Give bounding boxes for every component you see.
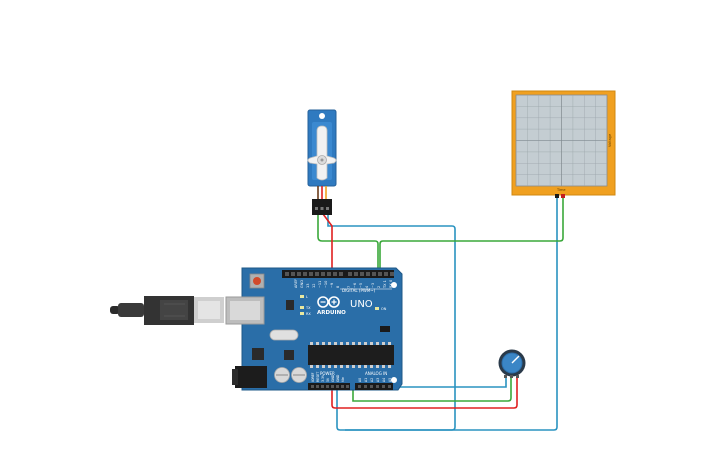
svg-text:3.3V: 3.3V — [321, 374, 325, 382]
dc-power-jack — [235, 366, 267, 388]
svg-text:TX 1: TX 1 — [383, 280, 387, 289]
svg-text:A0: A0 — [358, 378, 362, 382]
arduino-logo-icon — [317, 296, 340, 308]
reset-button-cap[interactable] — [253, 277, 261, 285]
led-l — [300, 295, 304, 298]
power-label: POWER — [320, 371, 335, 376]
led-on — [375, 307, 379, 310]
led-tx-label: TX — [305, 306, 311, 310]
wire-green-pot[interactable] — [352, 376, 512, 402]
atmega-chip — [308, 345, 394, 365]
analog-header[interactable] — [355, 383, 393, 390]
svg-text:A3: A3 — [376, 378, 380, 382]
oscilloscope-terminal-neg[interactable] — [555, 194, 559, 198]
svg-text:A4: A4 — [382, 378, 386, 382]
digital-header[interactable] — [282, 270, 394, 278]
led-tx — [300, 306, 304, 309]
arduino-uno-board[interactable]: AREF GND 13 12 ~11 ~10 ~9 8 7 ~6 ~5 4 ~3… — [225, 267, 403, 391]
svg-text:13: 13 — [306, 284, 310, 288]
potentiometer-indicator — [511, 355, 520, 364]
wires — [317, 196, 564, 431]
crystal-oscillator — [269, 329, 299, 341]
usb-cable-end — [110, 306, 120, 314]
usb-plug-grip — [160, 300, 188, 320]
arduino-brand-label: ARDUINO — [317, 310, 346, 316]
arduino-model-label: UNO — [350, 299, 373, 310]
svg-text:GND: GND — [300, 280, 304, 288]
svg-text:A2: A2 — [370, 378, 374, 382]
svg-text:7: 7 — [347, 286, 351, 288]
voltage-regulator — [252, 348, 264, 360]
micro-servo[interactable] — [307, 109, 337, 215]
svg-text:8: 8 — [336, 286, 340, 288]
led-l-label: L — [306, 295, 308, 299]
led-rx-label: RX — [306, 312, 311, 316]
icsp-header — [380, 326, 390, 332]
regulator-small — [284, 350, 294, 360]
wire-green-servo-scope[interactable] — [317, 214, 379, 270]
svg-text:4: 4 — [365, 285, 369, 288]
svg-text:IOREF: IOREF — [311, 372, 315, 382]
svg-text:~9: ~9 — [330, 283, 334, 288]
svg-text:~6: ~6 — [353, 283, 357, 288]
smd-chip — [286, 300, 294, 310]
svg-text:5V: 5V — [326, 377, 330, 382]
analog-label: ANALOG IN — [365, 371, 387, 376]
svg-text:2: 2 — [377, 286, 381, 288]
svg-text:AREF: AREF — [294, 279, 298, 288]
svg-text:12: 12 — [312, 284, 316, 288]
svg-text:~10: ~10 — [324, 281, 328, 288]
oscilloscope-voltage-label: Voltage — [608, 134, 612, 147]
svg-text:RX 0: RX 0 — [389, 280, 393, 288]
wire-red-servo[interactable] — [322, 213, 518, 409]
wire-blue-servo-loop[interactable] — [327, 214, 456, 431]
wire-green-scope[interactable] — [379, 196, 564, 270]
led-rx — [300, 312, 304, 315]
usb-cable[interactable] — [110, 296, 224, 325]
svg-text:RESET: RESET — [316, 372, 320, 382]
svg-text:~5: ~5 — [359, 283, 363, 288]
servo-horn[interactable] — [307, 125, 337, 181]
mount-hole — [391, 282, 397, 288]
servo-mount-hole — [319, 113, 325, 119]
oscilloscope-time-label: Time — [556, 188, 566, 192]
potentiometer[interactable] — [498, 349, 526, 379]
oscilloscope-terminal-pos[interactable] — [561, 194, 565, 198]
svg-text:A5: A5 — [388, 378, 392, 382]
oscilloscope[interactable]: Voltage Time — [511, 90, 616, 198]
svg-text:A1: A1 — [364, 378, 368, 382]
svg-text:GND: GND — [336, 374, 340, 382]
svg-text:~11: ~11 — [318, 281, 322, 288]
svg-text:~3: ~3 — [371, 283, 375, 288]
mount-hole — [391, 377, 397, 383]
usb-cable-strain — [118, 303, 144, 317]
digital-label: DIGITAL (PWM~) — [342, 288, 376, 293]
svg-text:GND: GND — [331, 374, 335, 382]
wire-blue-scope[interactable] — [345, 196, 558, 431]
led-on-label: ON — [381, 307, 387, 311]
svg-text:Vin: Vin — [341, 377, 345, 382]
